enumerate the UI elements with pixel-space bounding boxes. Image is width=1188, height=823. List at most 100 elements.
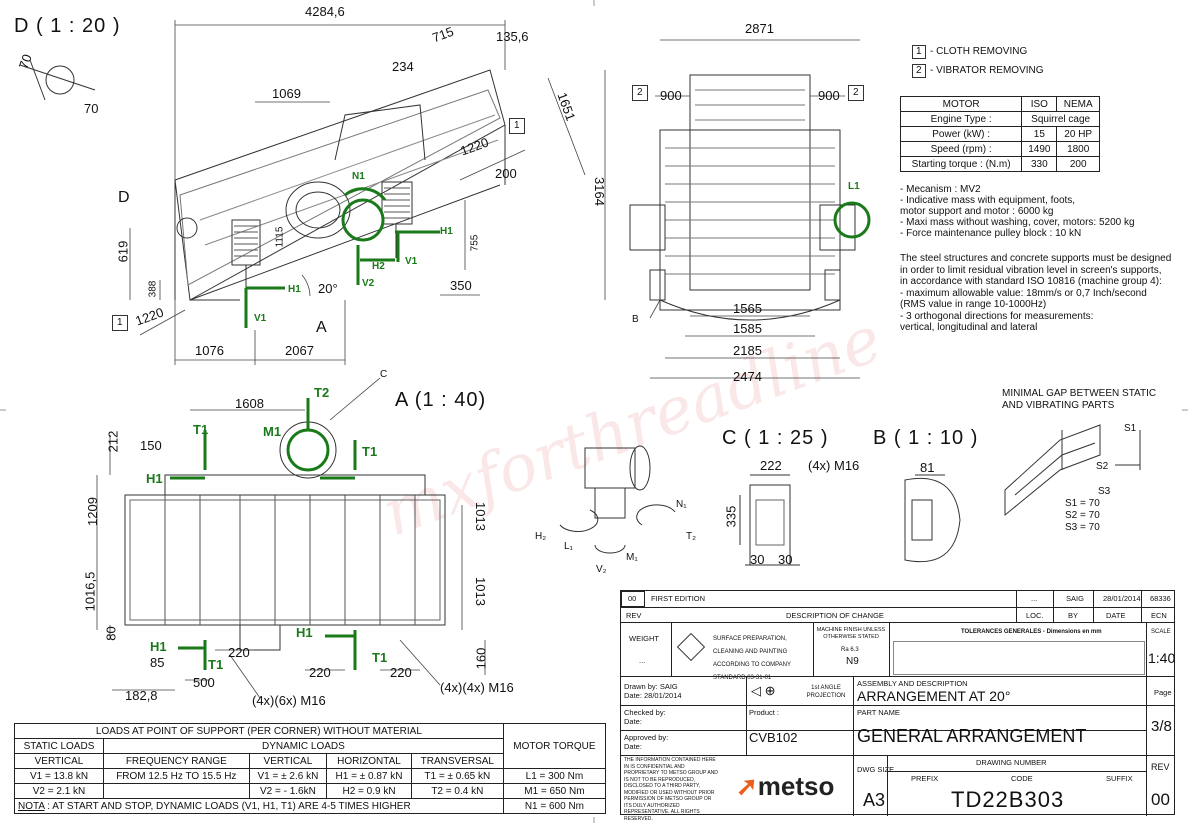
mech-line-1: - Mecanism : MV2 [900, 184, 981, 195]
load-r2c3: V2 = - 1.6kN [248, 783, 328, 799]
dim-1585: 1585 [733, 321, 762, 336]
motor-header: MOTOR [899, 96, 1023, 112]
label-c: C [380, 369, 388, 380]
c-dim-30a: 30 [750, 552, 765, 567]
rev-by: SAIG [1066, 594, 1084, 603]
torque-nema: 200 [1056, 156, 1100, 172]
front-dim-lines [649, 39, 860, 379]
mech-line-4: - Maxi mass without washing, cover, moto… [900, 217, 1135, 228]
force-h1-side-b: H1 [288, 284, 301, 295]
checked-date: Date: [624, 717, 642, 726]
force-t1-c: T1 [208, 657, 224, 672]
side-dim-lines [129, 20, 606, 365]
force-h1-plan-a: H1 [146, 471, 163, 486]
dim-1209: 1209 [84, 497, 100, 526]
dim-350: 350 [450, 278, 472, 293]
b-dim-81: 81 [920, 460, 935, 475]
rev-dots: ... [1031, 594, 1038, 603]
motor-torque-header: MOTOR TORQUE [502, 723, 607, 769]
dim-900a: 900 [660, 88, 682, 103]
assembly-value: ARRANGEMENT AT 20° [857, 688, 1011, 704]
legend-num-1: 1 [912, 45, 926, 59]
dim-1013a: 1013 [472, 502, 488, 531]
plan-dim-lines [96, 377, 486, 699]
label-a: A [316, 319, 328, 336]
motor-n1: N₁ [676, 499, 687, 510]
torque-label: Starting torque : (N.m) [899, 156, 1023, 172]
scale-value: 1:40 [1148, 650, 1176, 666]
dim-2871: 2871 [745, 21, 774, 36]
speed-iso: 1490 [1021, 141, 1058, 157]
sub-vertical-dyn: VERTICAL [248, 753, 328, 769]
col-desc: DESCRIPTION OF CHANGE [786, 611, 884, 620]
iso-header: ISO [1021, 96, 1058, 112]
dim-500: 500 [193, 675, 215, 690]
bolt-note-1: (4x)(6x) M16 [252, 693, 326, 708]
dim-85: 85 [150, 655, 165, 670]
tolerance-grid [893, 641, 1145, 675]
dim-160: 160 [473, 647, 489, 670]
force-n1: N1 [352, 171, 365, 182]
motor-m1: M₁ [626, 552, 638, 563]
dim-135: 135,6 [496, 29, 529, 44]
product-value: CVB102 [749, 730, 798, 745]
finish-note: MACHINE FINISH UNLESS OTHERWISE STATED [816, 627, 886, 640]
dim-220c: 220 [390, 665, 412, 680]
drawn-by: Drawn by: SAIG [624, 682, 678, 691]
approved-date: Date: [624, 742, 642, 751]
load-r1c5: T1 = ± 0.65 kN [410, 768, 504, 784]
ref-box-1b: 1 [112, 315, 128, 331]
drawing-number-label: DRAWING NUMBER [976, 758, 1047, 767]
dim-80: 80 [103, 626, 119, 641]
dwg-size-label: DWG SIZE [857, 765, 895, 774]
load-r2c2 [103, 783, 250, 799]
dim-70b: 70 [84, 101, 99, 116]
load-r3c6: N1 = 600 Nm [502, 798, 607, 814]
gap-s1: S1 [1124, 423, 1137, 434]
dim-212: 212 [105, 430, 121, 453]
load-r1c6: L1 = 300 Nm [502, 768, 607, 784]
motor-table: MOTOR ISO NEMA Engine Type : Squirrel ca… [899, 96, 1100, 172]
metso-mark-icon: ➚ [736, 771, 758, 801]
surface-note: SURFACE PREPARATION, CLEANING AND PAINTI… [713, 636, 791, 681]
force-m1: M1 [263, 424, 282, 439]
power-nema: 20 HP [1056, 126, 1100, 142]
note-label: NOTA [18, 800, 45, 812]
load-r2c1: V2 = 2.1 kN [14, 783, 104, 799]
rev-desc: FIRST EDITION [651, 594, 706, 603]
load-r1c4: H1 = ± 0.87 kN [326, 768, 412, 784]
rev-ecn: 68336 [1150, 594, 1171, 603]
dim-3164: 3164 [591, 177, 607, 206]
dim-2067: 2067 [285, 343, 314, 358]
c-bolt: (4x) M16 [808, 458, 860, 473]
power-iso: 15 [1021, 126, 1058, 142]
gap-title-2: AND VIBRATING PARTS [1002, 400, 1115, 411]
force-t1-a: T1 [193, 422, 209, 437]
loads-title: LOADS AT POINT OF SUPPORT (PER CORNER) W… [14, 723, 504, 739]
steel-line-3: in accordance with standard ISO 10816 (m… [900, 276, 1162, 287]
mech-line-3: motor support and motor : 6000 kg [900, 206, 1054, 217]
gap-s3: S3 [1098, 486, 1111, 497]
view-title-b: B ( 1 : 10 ) [873, 427, 979, 449]
c-detail [739, 474, 800, 566]
ref-box-1a: 1 [509, 118, 525, 134]
dim-1115: 1115 [274, 226, 286, 248]
col-by: BY [1068, 611, 1079, 620]
load-r1c1: V1 = 13.8 kN [14, 768, 104, 784]
view-title-a: A (1 : 40) [395, 389, 487, 411]
torque-iso: 330 [1021, 156, 1058, 172]
force-v1-side-b: V1 [254, 313, 267, 324]
tolerances-label: TOLERANCES GENERALES - Dimensions en mm [961, 629, 1102, 635]
dwg-size-value: A3 [863, 790, 886, 810]
dim-619: 619 [115, 240, 131, 263]
bolt-note-2: (4x)(4x) M16 [440, 680, 514, 695]
front-view [629, 74, 856, 321]
speed-label: Speed (rpm) : [899, 141, 1023, 157]
force-h2: H2 [372, 261, 385, 272]
motor-t2: T₂ [686, 531, 696, 542]
legend-text-2: - VIBRATOR REMOVING [930, 65, 1044, 76]
sub-frequency: FREQUENCY RANGE [103, 753, 250, 769]
dim-220a: 220 [228, 645, 250, 660]
motor-v2: V₂ [596, 564, 607, 575]
metso-logo-text: metso [757, 771, 835, 801]
